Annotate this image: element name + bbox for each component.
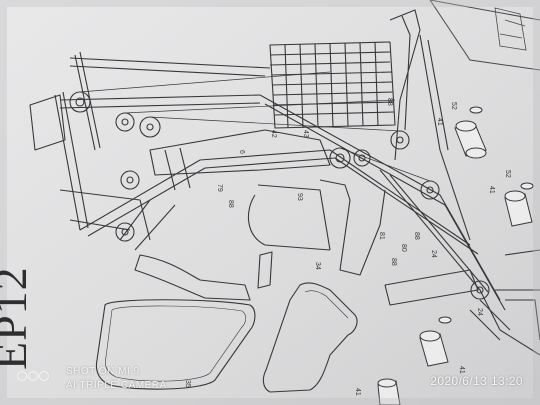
step-title: EP12	[0, 266, 36, 370]
callout-88-b: 88	[413, 232, 420, 240]
callout-52-top: 52	[450, 102, 457, 110]
callout-52-mid: 52	[504, 170, 511, 178]
callout-80: 80	[400, 244, 407, 252]
callout-93: 93	[296, 193, 303, 201]
callout-79: 79	[216, 184, 223, 192]
callout-24-a: 24	[430, 250, 437, 258]
callout-88-a: 88	[227, 200, 234, 208]
part-callouts: 52 41 52 41 41 41 35 34 93 88 79 88 81 2…	[184, 98, 511, 396]
inset-detail-box	[429, 0, 540, 71]
callout-81: 81	[378, 232, 385, 240]
callout-41-mid: 41	[488, 186, 495, 194]
watermark-shot-on: SHOT ON MI 9	[66, 366, 140, 377]
callout-88-d: 88	[386, 98, 393, 106]
callout-88-c: 88	[390, 258, 397, 266]
callout-34: 34	[314, 262, 321, 270]
callout-41-top: 41	[436, 118, 443, 126]
watermark-camera: AI TRIPLE CAMERA	[66, 380, 167, 391]
machine-frame-drawing	[29, 9, 540, 356]
callout-41-low: 41	[458, 366, 465, 374]
callout-35: 35	[184, 380, 191, 388]
callout-41-bottom: 41	[354, 388, 361, 396]
mi-camera-dots-logo-icon	[17, 369, 61, 383]
timestamp-stamp: 2020/6/13 13:20	[430, 374, 523, 388]
callout-43: 43	[302, 130, 309, 138]
bushings	[377, 106, 534, 405]
callout-6: 6	[238, 150, 245, 154]
callout-24-b: 24	[476, 308, 483, 316]
callout-42: 42	[270, 130, 277, 138]
seat-pads	[95, 282, 358, 393]
